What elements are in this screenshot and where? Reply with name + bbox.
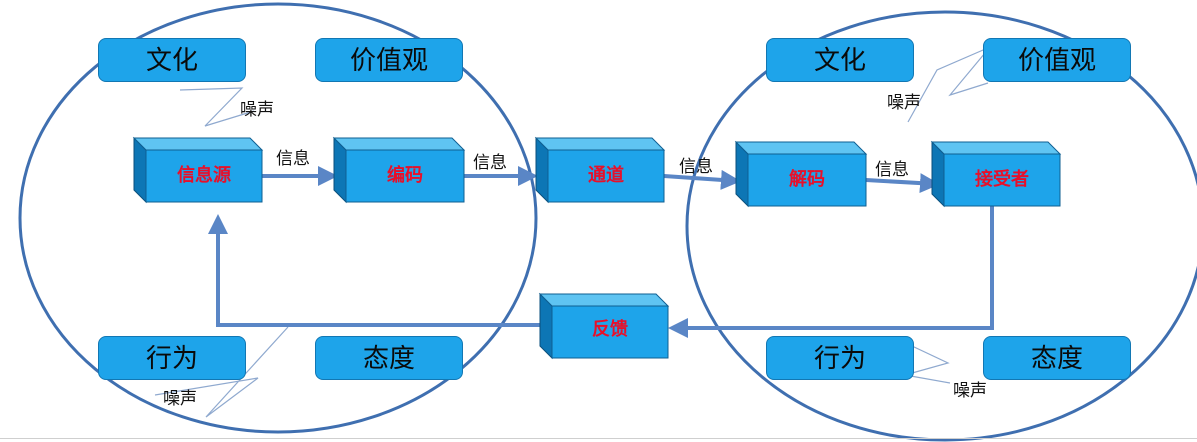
box-encode xyxy=(332,136,466,204)
box-source xyxy=(132,136,264,204)
box-top-face xyxy=(534,137,666,151)
box-front-face xyxy=(145,149,263,203)
left-context-ellipse xyxy=(18,2,538,434)
box-front-face xyxy=(943,153,1061,207)
box-decode xyxy=(734,140,868,208)
box-label-source: 信息源 xyxy=(177,165,231,186)
tag-left-values: 价值观 xyxy=(315,38,463,82)
box-label-decode: 解码 xyxy=(789,169,825,190)
box-feedback xyxy=(538,292,670,360)
tag-left-culture: 文化 xyxy=(98,38,246,82)
box-front-face xyxy=(547,149,665,203)
box-top-face xyxy=(332,137,466,151)
tag-right-behavior: 行为 xyxy=(766,336,914,380)
process-boxes xyxy=(132,136,1062,360)
box-label-channel: 通道 xyxy=(588,165,624,186)
noise-line-right-bottom xyxy=(894,337,951,384)
box-top-face xyxy=(930,141,1062,155)
arrow-label-2: 信息 xyxy=(473,153,507,173)
arrow-label-3: 信息 xyxy=(679,157,713,177)
tag-right-attitude: 态度 xyxy=(983,336,1131,380)
arrow-label-1: 信息 xyxy=(276,149,310,169)
box-front-face xyxy=(551,305,669,359)
box-top-face xyxy=(538,293,670,307)
noise-label-left-bottom: 噪声 xyxy=(163,389,197,409)
tag-left-attitude: 态度 xyxy=(315,336,463,380)
arrow-feedback-source xyxy=(208,214,540,327)
noise-label-right-bottom: 噪声 xyxy=(953,381,987,401)
noise-line-left-bottom xyxy=(154,326,289,418)
noise-label-right-top: 噪声 xyxy=(887,93,921,113)
box-top-face xyxy=(132,137,264,151)
tag-right-culture: 文化 xyxy=(766,38,914,82)
box-front-face xyxy=(345,149,465,203)
arrow-receiver-feedback xyxy=(668,200,994,338)
tag-right-values: 价值观 xyxy=(983,38,1131,82)
tag-left-behavior: 行为 xyxy=(98,336,246,380)
box-top-face xyxy=(734,141,868,155)
box-front-face xyxy=(747,153,867,207)
box-label-receiver: 接受者 xyxy=(975,169,1029,190)
noise-label-left-top: 噪声 xyxy=(240,100,274,120)
bottom-divider xyxy=(0,438,1197,439)
noise-line-left-top xyxy=(179,87,255,127)
box-label-encode: 编码 xyxy=(387,165,423,186)
arrow-label-4: 信息 xyxy=(875,160,909,180)
box-receiver xyxy=(930,140,1062,208)
box-channel xyxy=(534,136,666,204)
arrow-channel-decode xyxy=(663,169,741,190)
box-label-feedback: 反馈 xyxy=(592,319,628,340)
arrow-decode-receiver xyxy=(865,173,940,194)
right-context-ellipse xyxy=(685,10,1197,442)
